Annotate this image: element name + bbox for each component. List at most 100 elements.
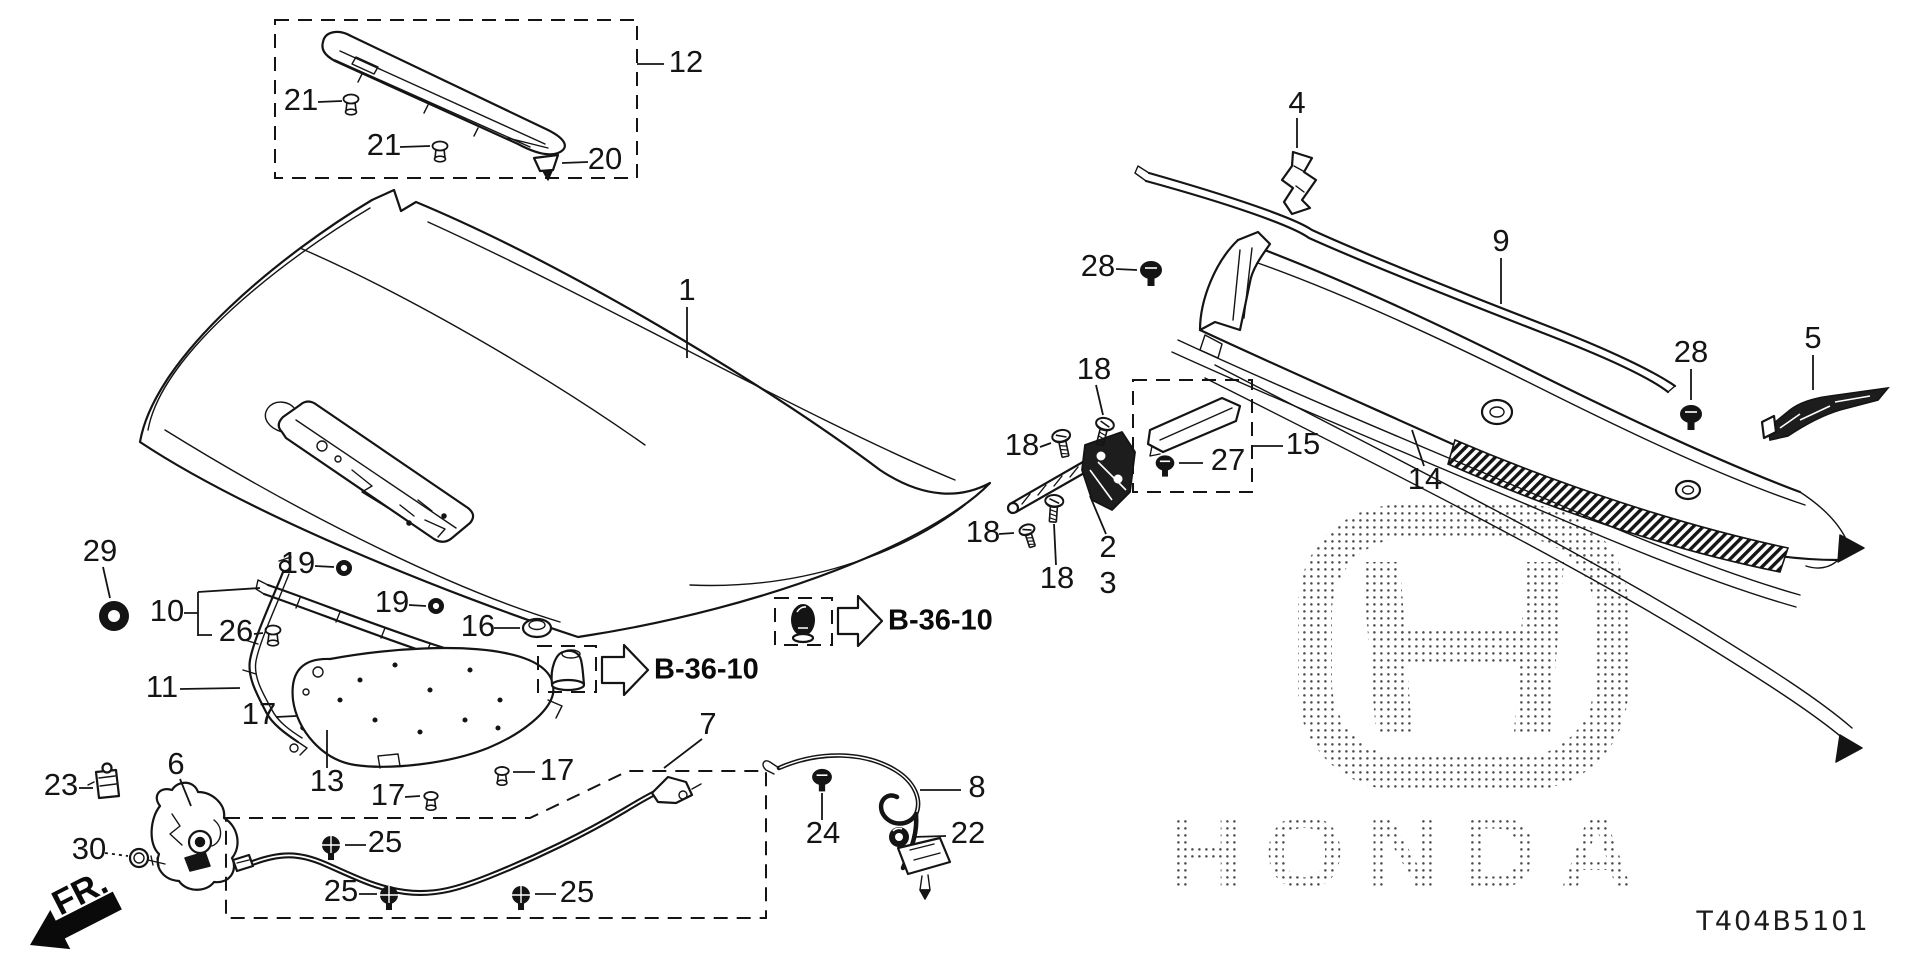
- hood-panel-group: 1: [140, 190, 990, 637]
- callout-16[interactable]: 16: [461, 608, 495, 643]
- grommet-19-icon: [336, 560, 352, 576]
- grommet-22-icon: [889, 827, 909, 847]
- clip-25-icon: [379, 885, 399, 911]
- part-6-hood-lock-drawing: [152, 783, 238, 890]
- callout-13[interactable]: 13: [310, 763, 344, 798]
- ref-dashed-box: [775, 598, 832, 645]
- callout-8[interactable]: 8: [968, 769, 985, 804]
- callout-26[interactable]: 26: [219, 613, 253, 648]
- callout-21[interactable]: 21: [284, 82, 318, 117]
- callout-19[interactable]: 19: [375, 584, 409, 619]
- part-30-bolt-icon: [130, 849, 165, 867]
- part-29-grommet-icon: [99, 601, 129, 631]
- hood-crease-left: [300, 248, 645, 445]
- part-9-molding-drawing: [1135, 166, 1675, 392]
- part-7-cable-drawing: [233, 777, 701, 893]
- ref-link-b3610[interactable]: B-36-10: [654, 654, 759, 686]
- ref-arrow-icon: [838, 596, 882, 646]
- callout-23[interactable]: 23: [44, 767, 78, 802]
- callout-21[interactable]: 21: [367, 127, 401, 162]
- callout-17[interactable]: 17: [242, 696, 276, 731]
- bolt-18-icon: [1017, 521, 1041, 550]
- hood-crease-corner: [690, 505, 965, 585]
- callout-25[interactable]: 25: [324, 873, 358, 908]
- cushion-icon: [552, 650, 584, 690]
- part-12-garnish-drawing: [322, 32, 564, 154]
- callout-2[interactable]: 2: [1099, 529, 1116, 564]
- callout-28[interactable]: 28: [1081, 248, 1115, 283]
- callout-17[interactable]: 17: [371, 777, 405, 812]
- clip-25-icon: [321, 835, 341, 861]
- callout-22[interactable]: 22: [951, 815, 985, 850]
- callout-20[interactable]: 20: [588, 141, 622, 176]
- hood-edge-inner: [148, 208, 370, 430]
- cowl-hatched-channel: [1448, 440, 1788, 572]
- part-12-dashed-box: [275, 20, 637, 178]
- part-4-garnish-drawing: [1282, 152, 1316, 214]
- callout-3[interactable]: 3: [1099, 565, 1116, 600]
- callout-15[interactable]: 15: [1286, 426, 1320, 461]
- clip-25-icon: [511, 885, 531, 911]
- callout-29[interactable]: 29: [83, 533, 117, 568]
- callout-1[interactable]: 1: [678, 272, 695, 307]
- callout-24[interactable]: 24: [806, 815, 840, 850]
- clip-28-upper-icon: [1139, 260, 1163, 287]
- hood-hinge-group: 18 18 18 18 2 3: [966, 351, 1135, 600]
- reference-callout-left: B-36-10: [538, 645, 759, 695]
- part-8-cable-drawing: [763, 755, 950, 899]
- callout-6[interactable]: 6: [167, 746, 184, 781]
- clip-20-icon: [534, 155, 558, 180]
- callout-10[interactable]: 10: [150, 593, 184, 628]
- part-5-bracket-drawing: [1762, 388, 1888, 440]
- bolt-18-icon: [1042, 493, 1065, 524]
- callout-18[interactable]: 18: [1005, 427, 1039, 462]
- secondary-cable-group: 8 24 22: [763, 755, 986, 899]
- part-11-prop-rod-drawing: [243, 557, 307, 755]
- hood-vent-detail: [265, 402, 473, 542]
- callout-17[interactable]: 17: [540, 752, 574, 787]
- part-15-bracket-drawing: [1148, 398, 1240, 456]
- callout-14[interactable]: 14: [1408, 461, 1442, 496]
- part-2-3-hinge-drawing: [1008, 432, 1135, 513]
- hood-crease-rear: [428, 222, 955, 480]
- hood-outline: [140, 190, 990, 637]
- ref-link-b3610[interactable]: B-36-10: [888, 605, 993, 637]
- callout-30[interactable]: 30: [72, 831, 106, 866]
- honda-watermark: HONDA: [1168, 505, 1634, 910]
- fr-arrow-icon: [30, 891, 122, 950]
- callout-11[interactable]: 11: [146, 669, 178, 704]
- callout-25[interactable]: 25: [560, 874, 594, 909]
- clip-26-icon: [264, 624, 282, 647]
- hood-garnish-group: 12 21 21 20: [275, 20, 703, 180]
- clip-17-icon: [423, 791, 439, 812]
- callout-18[interactable]: 18: [1077, 351, 1111, 386]
- fr-direction-indicator: FR.: [30, 863, 122, 950]
- callout-7[interactable]: 7: [699, 706, 716, 741]
- clip-21-b-icon: [431, 140, 449, 163]
- hood-cable-group: 7 25 25 25: [226, 706, 766, 918]
- callout-18[interactable]: 18: [966, 514, 1000, 549]
- part-14-cowl-top-drawing: [1172, 232, 1864, 762]
- hood-crease-front: [165, 430, 560, 622]
- h-logo-right-stem: [1514, 562, 1564, 733]
- callout-4[interactable]: 4: [1288, 85, 1305, 120]
- diagram-part-code: T404B5101: [1695, 906, 1869, 937]
- clip-24-icon: [811, 768, 833, 793]
- grommet-19-icon: [428, 598, 444, 614]
- cowl-region-group: 4 9 28: [1081, 85, 1888, 762]
- h-logo-crossbar: [1400, 628, 1526, 664]
- clip-17-icon: [494, 766, 510, 787]
- callout-27[interactable]: 27: [1211, 442, 1245, 477]
- honda-h-logo-icon: [1298, 505, 1628, 790]
- clip-27-icon: [1154, 454, 1176, 478]
- clip-28-right-icon: [1679, 404, 1703, 431]
- clip-21-a-icon: [342, 93, 360, 116]
- callout-12[interactable]: 12: [669, 44, 703, 79]
- callout-28[interactable]: 28: [1674, 334, 1708, 369]
- callout-5[interactable]: 5: [1804, 320, 1821, 355]
- callout-18[interactable]: 18: [1040, 560, 1074, 595]
- callout-9[interactable]: 9: [1492, 223, 1509, 258]
- callout-25[interactable]: 25: [368, 824, 402, 859]
